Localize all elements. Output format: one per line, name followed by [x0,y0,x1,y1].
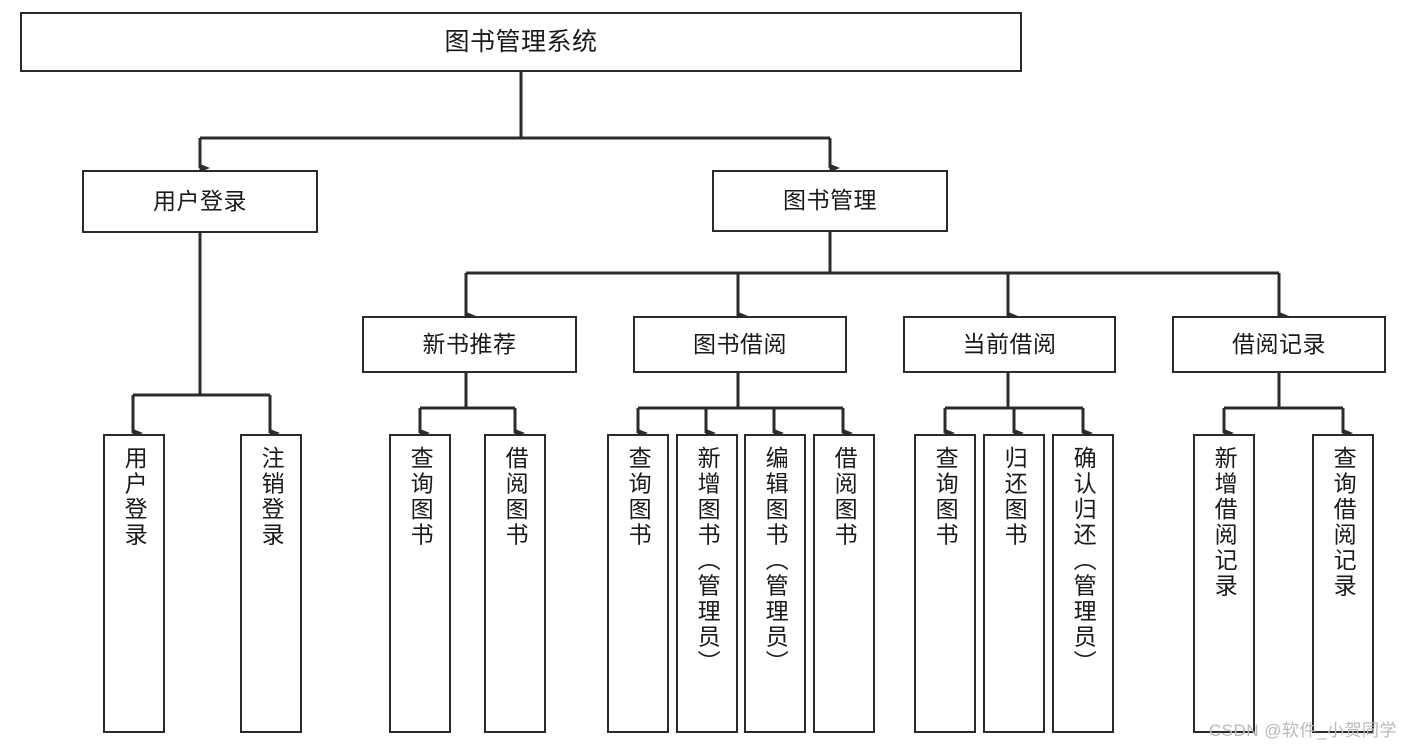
node-book-borrow[interactable]: 图书借阅 [633,316,847,373]
node-label: 注销登录 [258,446,285,548]
node-label: 当前借阅 [962,330,1057,357]
node-label: 新增借阅记录 [1211,446,1238,599]
node-label: 编辑图书（管理员） [762,446,789,676]
node-label: 确认归还（管理员） [1070,446,1097,676]
leaf-edit-book-admin[interactable]: 编辑图书（管理员） [744,434,806,733]
leaf-query-book-nb[interactable]: 查询图书 [389,434,451,733]
node-label: 借阅记录 [1232,330,1326,357]
node-label: 借阅图书 [502,446,529,548]
node-current-borrow[interactable]: 当前借阅 [903,316,1116,373]
node-user-login[interactable]: 用户登录 [82,170,318,233]
node-root-system[interactable]: 图书管理系统 [20,12,1022,72]
node-label: 图书管理 [783,187,877,214]
leaf-add-book-admin[interactable]: 新增图书（管理员） [676,434,738,733]
node-new-book-recommend[interactable]: 新书推荐 [362,316,577,373]
node-label: 用户登录 [121,446,148,548]
node-label: 新增图书（管理员） [694,446,721,676]
node-label: 查询图书 [407,446,434,548]
leaf-user-login[interactable]: 用户登录 [103,434,165,733]
node-label: 图书管理系统 [444,28,598,56]
leaf-confirm-return-admin[interactable]: 确认归还（管理员） [1052,434,1114,733]
leaf-logout[interactable]: 注销登录 [240,434,302,733]
node-book-management[interactable]: 图书管理 [712,170,948,232]
node-label: 查询图书 [625,446,652,548]
leaf-borrow-book-bb[interactable]: 借阅图书 [813,434,875,733]
leaf-return-book[interactable]: 归还图书 [983,434,1045,733]
node-label: 查询图书 [932,446,959,548]
node-label: 借阅图书 [831,446,858,548]
leaf-borrow-book-nb[interactable]: 借阅图书 [484,434,546,733]
leaf-query-book-cb[interactable]: 查询图书 [914,434,976,733]
node-label: 新书推荐 [422,330,517,357]
leaf-query-borrow-record[interactable]: 查询借阅记录 [1312,434,1374,733]
node-label: 查询借阅记录 [1330,446,1357,599]
node-label: 用户登录 [153,187,247,214]
node-borrow-record[interactable]: 借阅记录 [1172,316,1386,373]
node-label: 图书借阅 [693,330,787,357]
leaf-add-borrow-record[interactable]: 新增借阅记录 [1193,434,1255,733]
node-label: 归还图书 [1001,446,1028,548]
leaf-query-book-bb[interactable]: 查询图书 [607,434,669,733]
